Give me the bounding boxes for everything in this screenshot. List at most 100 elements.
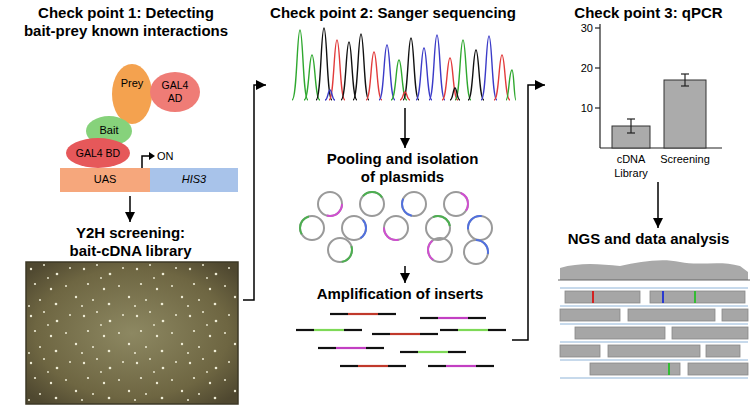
dna-inserts-part [358, 365, 388, 367]
node-label: GAL4 BD [76, 147, 120, 160]
qpcr-bar-chart-part [627, 118, 635, 119]
dna-inserts-part [372, 333, 390, 335]
read-alignment-part-part [688, 363, 748, 375]
on-arrow [142, 152, 155, 168]
qpcr-bar-chart [595, 24, 722, 148]
plasmids-part [342, 216, 366, 240]
checkpoint-panel: Check point 1: Detecting bait-prey known… [2, 2, 250, 196]
plasmids-part [468, 216, 492, 240]
read-alignment-part [560, 288, 748, 378]
plasmids-part [318, 192, 342, 216]
plasmids-part [360, 192, 384, 216]
read-alignment-part-part [608, 345, 700, 357]
read-alignment-part [592, 291, 594, 303]
agar-plate-part [27, 263, 237, 403]
chromatogram-part [400, 92, 410, 100]
step-panel: Pooling and isolation of plasmids [290, 148, 515, 266]
step-heading: Check point 2: Sanger sequencing [270, 4, 516, 22]
flow-arrow [129, 196, 131, 222]
step-heading: Pooling and isolation of plasmids [323, 150, 483, 186]
dna-inserts [296, 314, 506, 366]
dna-inserts-part [446, 365, 476, 367]
plasmids-part [384, 216, 408, 240]
plasmids-part [328, 238, 352, 262]
step-heading: Check point 3: qPCR [574, 4, 722, 22]
read-alignment-part-part [560, 306, 748, 307]
dna-inserts-part [348, 313, 378, 315]
qpcr-bar-chart-part [595, 107, 600, 108]
dna-inserts-part [428, 365, 446, 367]
axis-tick-label: 30 [581, 21, 593, 35]
node-label: UAS [94, 173, 117, 186]
plasmids-part [428, 238, 452, 262]
dna-inserts-part [340, 365, 358, 367]
plasmids-part [300, 216, 324, 240]
chromatogram-part [455, 40, 471, 100]
chromatogram-part [450, 88, 460, 100]
step-panel: NGS and data analysis [545, 228, 752, 406]
on-arrow-part [142, 156, 150, 168]
chromatogram-part [353, 34, 369, 100]
chromatogram-part [468, 50, 484, 100]
read-alignment-part-part [628, 309, 715, 321]
qpcr-bar-chart-part [599, 24, 600, 148]
read-alignment-part-part [560, 342, 748, 343]
prey-protein-shape [112, 64, 152, 124]
dna-inserts-part [448, 351, 466, 353]
dna-inserts-part [296, 329, 314, 331]
dna-inserts-part [458, 329, 488, 331]
dna-inserts-part [330, 313, 348, 315]
plasmids-part [384, 216, 408, 240]
dna-inserts-part [378, 313, 396, 315]
qpcr-bar-chart-part [681, 73, 689, 74]
read-alignment-part-part [672, 327, 748, 339]
dna-inserts-part [438, 317, 468, 319]
dna-inserts-part [418, 351, 448, 353]
step-panel: Amplification of inserts [288, 283, 512, 375]
on-arrow-part [149, 152, 155, 160]
read-alignment-part [558, 280, 750, 281]
flow-arrow [404, 108, 406, 148]
read-alignment-part [662, 291, 664, 303]
dna-inserts-part [388, 365, 406, 367]
checkpoint-panel: Check point 3: qPCR [545, 2, 752, 182]
qpcr-bar-chart-part [595, 67, 600, 68]
plasmids-part [360, 192, 384, 216]
plasmids-part [426, 216, 450, 240]
prey-protein: Prey [112, 64, 152, 124]
flow-arrow [657, 182, 659, 228]
prey-protein-outline [112, 64, 152, 124]
dna-inserts-part [344, 329, 362, 331]
dna-inserts-part [440, 329, 458, 331]
bar-label: Screening [660, 152, 710, 166]
plasmids-part [428, 238, 452, 262]
chromatogram-part [325, 90, 335, 100]
plasmids-part [426, 216, 450, 240]
chromatogram-part [379, 45, 395, 100]
dna-inserts-part [468, 317, 486, 319]
dna-inserts-part [420, 317, 438, 319]
uas-element: UAS [60, 168, 150, 192]
dna-inserts-part [488, 329, 506, 331]
qpcr-bar-chart-part [595, 27, 600, 28]
activation-domain-shape [150, 72, 200, 112]
chromatogram-part [304, 55, 320, 100]
dna-inserts-part [336, 347, 366, 349]
read-alignment-part-part [565, 291, 640, 303]
chromatogram-part [391, 60, 407, 100]
reporter-gene: HIS3 [150, 168, 238, 192]
plasmids-part [464, 240, 488, 264]
chromatogram-part [341, 42, 357, 100]
dna-inserts-part [314, 329, 344, 331]
chromatogram-part [416, 48, 432, 100]
binding-domain-shape [66, 138, 130, 168]
dna-inserts-part [318, 347, 336, 349]
read-alignment-part-part [650, 291, 745, 303]
plasmids-part [300, 216, 324, 240]
node-label: Prey [121, 77, 144, 90]
chromatogram-part [292, 30, 308, 100]
plasmids-part [402, 192, 426, 216]
